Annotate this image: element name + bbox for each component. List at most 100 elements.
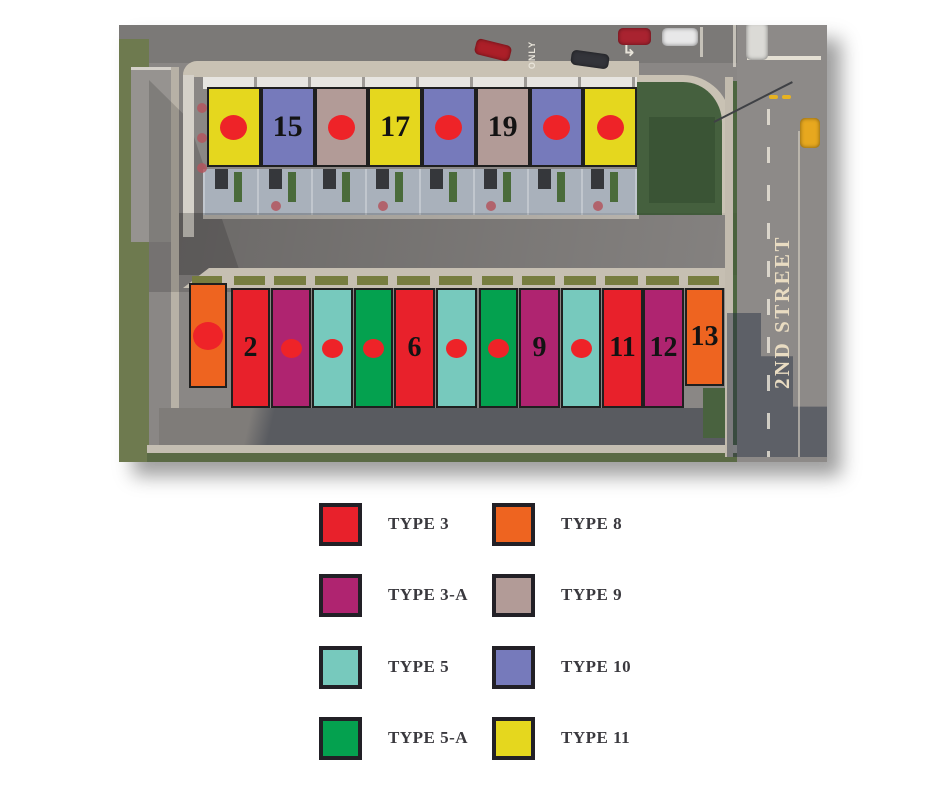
walkway-hedge (439, 276, 472, 285)
patio-door (376, 169, 390, 189)
patio-plant (234, 172, 242, 202)
walkway-hedge (397, 276, 430, 285)
unit-marker-dot (596, 114, 624, 140)
unit-marker-dot (363, 338, 384, 358)
patio-door (322, 169, 336, 189)
unit-marker-dot (488, 338, 509, 358)
walkway-hedge (688, 276, 719, 285)
lot-bottom-10 (561, 288, 601, 408)
legend-swatch-type3a (319, 574, 362, 618)
flower-bush (593, 201, 604, 211)
legend-swatch-type5a (319, 716, 362, 760)
top-sidewalk (183, 61, 639, 77)
unit-marker-dot (220, 114, 248, 140)
legend-swatch-type11 (492, 716, 535, 760)
legend-swatch-type5 (319, 645, 362, 689)
unit-marker-dot (446, 338, 467, 358)
patio-plant (341, 172, 350, 202)
patio-door (215, 169, 228, 189)
unit-marker-dot (435, 114, 463, 140)
top-road (119, 25, 827, 63)
lot-bottom-7 (436, 288, 477, 408)
walkway-hedge (357, 276, 388, 285)
street-name-label: 2ND STREET (770, 235, 794, 389)
crosswalk-line-2 (733, 25, 736, 67)
flower-bush (197, 163, 207, 173)
legend-label-type9: TYPE 9 (561, 585, 623, 605)
flower-bush (485, 201, 496, 211)
lot-17: 17 (368, 87, 422, 167)
lot-bottom-1 (189, 283, 227, 388)
legend-label-type8: TYPE 8 (561, 514, 623, 533)
street-sidewalk (725, 77, 733, 457)
patio-plant (610, 172, 619, 202)
lot-bottom-8 (479, 288, 518, 408)
lot-top-7 (529, 87, 584, 167)
unit-marker-dot (280, 338, 302, 358)
legend-label-type10: TYPE 10 (561, 656, 632, 676)
turn-right-arrow-icon: ↳ (622, 41, 637, 61)
bottom-grass-strip (147, 453, 737, 462)
walkway-hedge (605, 276, 638, 285)
road-only-marking: ONLY (527, 40, 537, 70)
parking-area (159, 408, 731, 450)
lot-number-label: 9 (532, 332, 547, 363)
lot-number-label: 17 (380, 110, 411, 143)
lot-number-label: 6 (407, 332, 422, 363)
unit-marker-dot (322, 338, 343, 358)
driveway-shadow (179, 213, 739, 275)
patio-plant (556, 172, 565, 202)
car-red-2-icon (618, 28, 651, 45)
lot-top-1 (207, 87, 261, 167)
patio-door (483, 169, 497, 189)
walkway-hedge (274, 276, 306, 285)
lot-bottom-4 (312, 288, 353, 408)
lot-bottom-5 (354, 288, 393, 408)
legend-label-type5a: TYPE 5-A (388, 727, 469, 747)
lot-top-3 (314, 87, 369, 167)
intersection-stop-line (747, 56, 821, 60)
patio-door (537, 169, 551, 189)
patio-plant (449, 172, 457, 202)
lot-number-label: 11 (609, 332, 636, 363)
car-white-icon (662, 28, 698, 46)
legend-label-type3a: TYPE 3-A (388, 585, 469, 605)
patio-door (591, 169, 605, 189)
building-left-wall (183, 75, 194, 237)
lot-12: 12 (643, 288, 684, 408)
lot-6: 6 (394, 288, 435, 408)
flower-bush (197, 133, 207, 143)
lot-number-label: 12 (649, 332, 678, 363)
patio-door (268, 169, 282, 189)
patio-plant (287, 172, 296, 202)
lot-top-8 (583, 87, 637, 167)
street-lamp-light (769, 95, 778, 99)
street-center-dashed-line (767, 109, 770, 457)
flower-bush (197, 103, 207, 113)
walkway-hedge (564, 276, 596, 285)
flower-bush (378, 201, 389, 211)
street-hedge-column (731, 81, 738, 445)
walkway-hedge (522, 276, 555, 285)
crosswalk-line-1 (700, 27, 703, 57)
lot-number-label: 15 (272, 110, 303, 143)
lot-15: 15 (260, 87, 315, 167)
legend-label-type5: TYPE 5 (388, 656, 450, 676)
lot-9: 9 (519, 288, 560, 408)
unit-marker-dot (193, 321, 223, 350)
walkway-hedge (192, 276, 222, 285)
street-lamp-light (782, 95, 791, 99)
patio-plant (502, 172, 511, 202)
patio-plant (395, 172, 404, 202)
walkway-hedge (234, 276, 265, 285)
unit-marker-dot (570, 338, 592, 358)
lot-number-label: 13 (690, 321, 719, 352)
legend-swatch-type10 (492, 645, 535, 689)
lot-11: 11 (602, 288, 643, 408)
legend-swatch-type8 (492, 503, 535, 546)
bottom-wall (147, 445, 737, 454)
patio-door (430, 169, 443, 189)
walkway-hedge (482, 276, 513, 285)
